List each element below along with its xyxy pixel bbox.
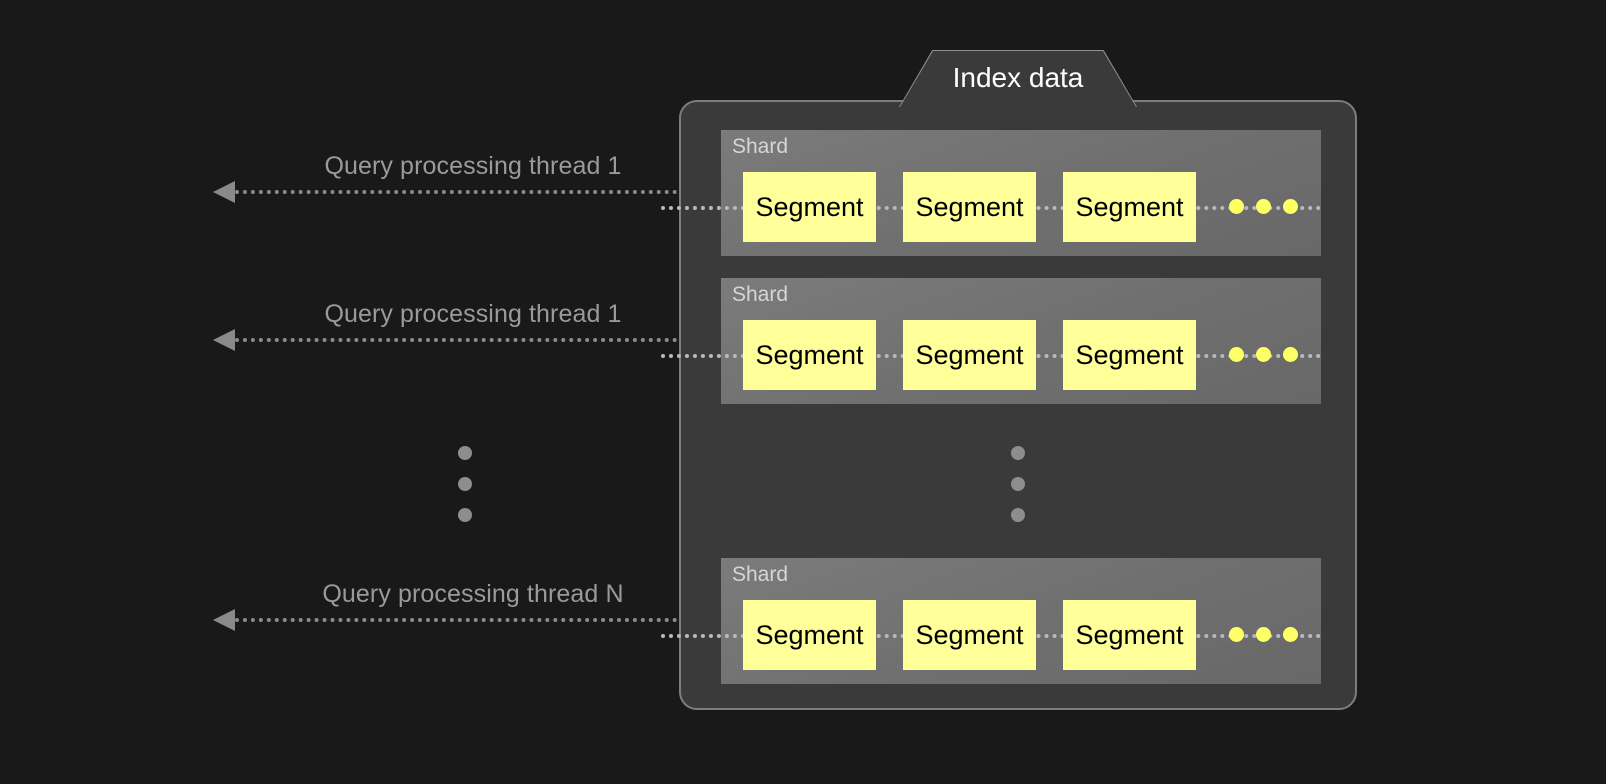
query-thread-label-2: Query processing thread 1 bbox=[324, 300, 622, 328]
dot-icon bbox=[1283, 627, 1298, 642]
index-data-tab bbox=[900, 51, 1136, 107]
query-thread-label-3: Query processing thread N bbox=[322, 580, 624, 608]
segment-box: Segment bbox=[1063, 600, 1196, 670]
dot-icon bbox=[1256, 627, 1271, 642]
dot-icon bbox=[1256, 199, 1271, 214]
segment-box: Segment bbox=[903, 172, 1036, 242]
arrow-left-icon bbox=[213, 181, 235, 203]
dot-icon bbox=[1229, 199, 1244, 214]
dot-icon bbox=[1011, 477, 1025, 491]
dot-icon bbox=[1256, 347, 1271, 362]
index-data-title: Index data bbox=[952, 62, 1084, 93]
dotted-line-icon bbox=[235, 190, 733, 194]
query-thread-arrow-2: Query processing thread 1 bbox=[213, 300, 733, 351]
segment-box: Segment bbox=[903, 600, 1036, 670]
segment-box: Segment bbox=[743, 600, 876, 670]
arrow-left-icon bbox=[213, 609, 235, 631]
vertical-ellipsis-shards bbox=[1011, 446, 1025, 522]
arrow-left-icon bbox=[213, 329, 235, 351]
segment-box: Segment bbox=[903, 320, 1036, 390]
dot-icon bbox=[1229, 347, 1244, 362]
dotted-line-icon bbox=[235, 338, 733, 342]
vertical-ellipsis-threads bbox=[458, 446, 472, 522]
shard-row-3: Shard Segment Segment Segment bbox=[661, 558, 1321, 684]
shard-segments-1: Segment Segment Segment bbox=[661, 172, 1321, 242]
query-thread-label-1: Query processing thread 1 bbox=[324, 152, 622, 180]
dot-icon bbox=[1283, 199, 1298, 214]
shard-segments-2: Segment Segment Segment bbox=[661, 320, 1321, 390]
query-thread-arrow-3: Query processing thread N bbox=[213, 580, 733, 631]
dot-icon bbox=[1011, 508, 1025, 522]
segment-box: Segment bbox=[1063, 172, 1196, 242]
shard-row-2: Shard Segment Segment Segment bbox=[661, 278, 1321, 404]
shard-row-1: Shard Segment Segment Segment bbox=[661, 130, 1321, 256]
shard-label-2: Shard bbox=[732, 283, 789, 306]
shard-label-3: Shard bbox=[732, 563, 789, 586]
dot-icon bbox=[1229, 627, 1244, 642]
index-data-container: Shard Segment Segment Segment Shard Segm… bbox=[661, 100, 1357, 710]
dot-icon bbox=[458, 477, 472, 491]
segment-ellipsis bbox=[1229, 347, 1309, 363]
dot-icon bbox=[1011, 446, 1025, 460]
segment-box: Segment bbox=[743, 172, 876, 242]
segment-ellipsis bbox=[1229, 199, 1309, 215]
segment-box: Segment bbox=[743, 320, 876, 390]
segment-box: Segment bbox=[1063, 320, 1196, 390]
query-thread-arrow-1: Query processing thread 1 bbox=[213, 152, 733, 203]
dot-icon bbox=[458, 508, 472, 522]
dot-icon bbox=[458, 446, 472, 460]
dotted-line-icon bbox=[235, 618, 733, 622]
dot-icon bbox=[1283, 347, 1298, 362]
shard-segments-3: Segment Segment Segment bbox=[661, 600, 1321, 670]
shard-label-1: Shard bbox=[732, 135, 789, 158]
segment-ellipsis bbox=[1229, 627, 1309, 643]
